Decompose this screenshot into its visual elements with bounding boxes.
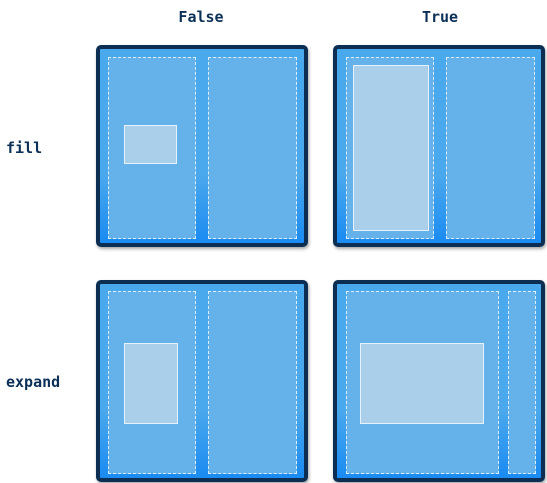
panel-expand-false [96,280,308,482]
cell-left [346,57,434,239]
panel-expand-true [333,280,545,482]
cell-left [346,291,499,474]
child-widget [353,65,429,231]
cell-right [446,57,535,239]
column-label-false: False [178,8,224,26]
panel-fill-true [333,45,545,247]
cell-left [108,291,196,474]
panel-fill-false [96,45,308,247]
cell-right [208,291,297,474]
row-label-fill: fill [6,139,43,157]
child-widget [360,343,484,424]
child-widget [124,343,178,424]
row-label-expand: expand [6,373,61,391]
cell-right [208,57,297,239]
cell-left [108,57,196,239]
child-widget [124,125,177,164]
column-label-true: True [421,8,459,26]
cell-right [508,291,536,474]
